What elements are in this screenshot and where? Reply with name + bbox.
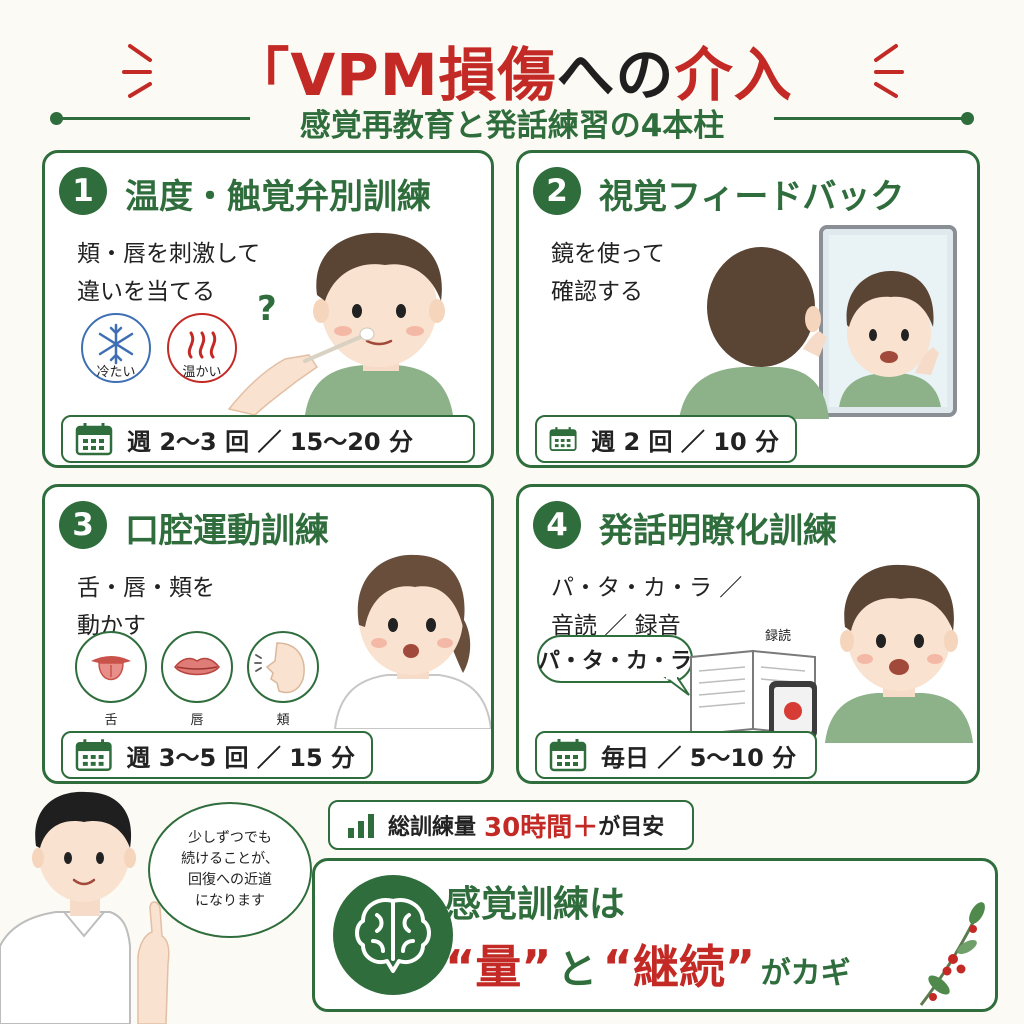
page-subtitle: 感覚再教育と発話練習の4本柱 [299,108,725,144]
lips-label: 唇 [190,713,204,728]
title-part-3: 介入 [674,41,793,109]
bubble-tail-icon [663,677,690,696]
schedule-pill: 週 3～5 回 ／ 15 分 [61,731,373,779]
mirror-feedback-illustration [679,225,957,419]
subtitle-dot-left [50,112,63,125]
schedule-text: 週 2 回 ／ 10 分 [591,427,779,456]
heat-icon [187,331,217,359]
brain-icon [355,898,431,973]
speech-text: 少しずつでも 続けることが、 回復への近道 になります [181,830,279,909]
bar-chart-icon [348,814,374,838]
key-line-2: “量” と “継続” がカギ [445,931,851,997]
cold-label: 冷たい [96,365,136,380]
cheek-icon-circle [247,631,319,703]
schedule-text: 週 2～3 回 ／ 15～20 分 [127,427,413,456]
schedule-pill: 週 2～3 回 ／ 15～20 分 [61,415,475,463]
card-title: 温度・触覚弁別訓練 [125,177,431,217]
subtitle-row: 感覚再教育と発話練習の4本柱 [50,98,974,144]
schedule-pill: 毎日 ／ 5～10 分 [535,731,817,779]
cheek-icon [254,642,305,694]
tongue-icon-circle [75,631,147,703]
warm-icon-circle: 温かい [167,313,237,383]
subtitle-rule-left [60,117,250,120]
burst-left-icon [122,44,152,98]
snowflake-icon [98,323,134,365]
card-description: 鏡を使って 確認する [551,241,665,305]
card-title: 発話明瞭化訓練 [599,511,837,551]
card-number: 4 [533,501,581,549]
key-message-box: 感覚訓練は “量” と “継続” がカギ [312,858,998,1012]
key-line-1: 感覚訓練は [445,884,626,925]
total-training-pill: 総訓練量 30時間＋ が目安 [328,800,694,850]
calendar-icon [549,739,587,772]
cold-icon-circle: 冷たい [81,313,151,383]
card-description: 頬・唇を刺激して 違いを当てる [77,241,261,305]
card-visual-feedback: 2 視覚フィードバック 鏡を使って 確認する 週 2 回 ／ 10 分 [516,150,980,468]
burst-right-icon [874,44,904,98]
title-part-1: 「VPM損傷 [231,41,557,109]
calendar-icon [75,423,113,456]
card-number: 3 [59,501,107,549]
pataka-bubble: パ・タ・カ・ラ [537,635,693,683]
title-part-2: への [556,41,675,109]
card-speech-clarity: 4 発話明瞭化訓練 パ・タ・カ・ラ ／ 音読 ／ 録音 パ・タ・カ・ラ 録読 [516,484,980,784]
total-highlight: 30時間＋ [484,812,599,843]
total-prefix: 総訓練量 [388,815,477,840]
girl-illustration [333,554,491,729]
book-phone-illustration [690,649,817,739]
berry-branch-icon [919,902,985,1006]
schedule-pill: 週 2 回 ／ 10 分 [535,415,797,463]
warm-label: 温かい [182,365,222,380]
card-description: パ・タ・カ・ラ ／ 音読 ／ 録音 [551,575,743,639]
page-title: 「VPM損傷への介入 [0,28,1024,112]
boy-speaking-illustration [825,564,973,743]
therapist-illustration [0,791,170,1024]
question-mark: ? [257,289,277,329]
boy-cotton-swab-illustration [227,232,453,415]
calendar-icon [549,427,577,452]
brain-icon-circle [333,875,453,995]
speech-bubble: 少しずつでも 続けることが、 回復への近道 になります [148,802,312,938]
subtitle-dot-right [961,112,974,125]
key-joiner: と [557,947,598,993]
key-word-continuation: “継続” [602,940,756,994]
tongue-icon [91,656,131,681]
record-label: 録読 [765,629,792,644]
card-number: 2 [533,167,581,215]
cheek-label: 頬 [276,713,290,728]
card-title: 口腔運動訓練 [125,511,329,551]
total-suffix: が目安 [598,815,665,840]
schedule-text: 毎日 ／ 5～10 分 [601,743,797,772]
card-title: 視覚フィードバック [599,177,905,217]
lips-icon-circle [161,631,233,703]
key-word-amount: “量” [445,940,552,994]
card-description: 舌・唇・頬を 動かす [77,575,215,639]
schedule-text: 週 3～5 回 ／ 15 分 [126,743,355,772]
lips-icon [174,657,220,676]
calendar-icon [75,739,112,772]
card-number: 1 [59,167,107,215]
card-oral-motor: 3 口腔運動訓練 舌・唇・頬を 動かす 舌 唇 頬 [42,484,494,784]
subtitle-rule-right [774,117,964,120]
key-suffix: がカギ [760,956,851,991]
tongue-label: 舌 [104,713,118,728]
card-temperature-touch: 1 温度・触覚弁別訓練 頬・唇を刺激して 違いを当てる 冷たい 温かい ? [42,150,494,468]
